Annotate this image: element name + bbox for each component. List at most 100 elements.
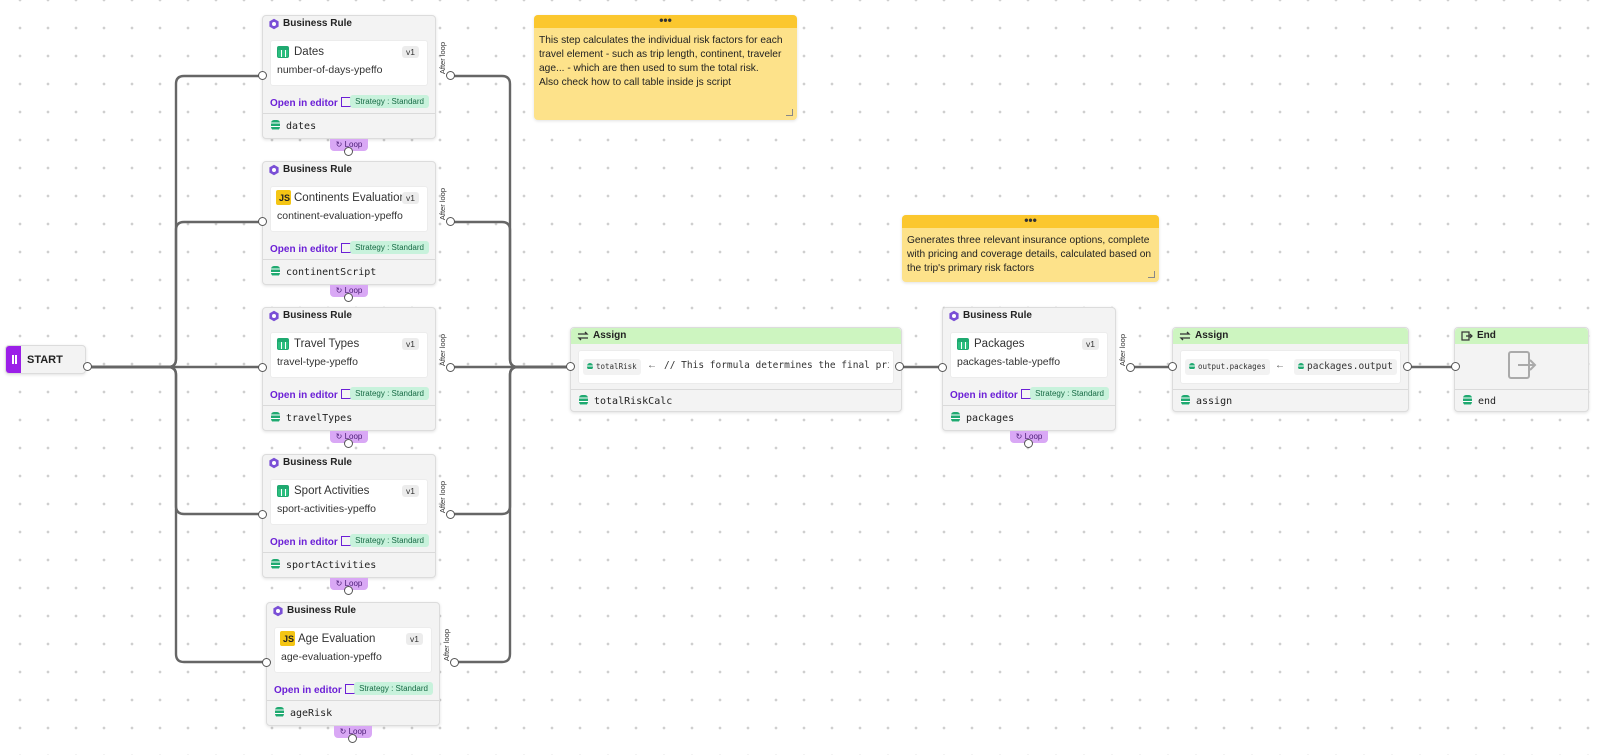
business-rule-title: Business Rule xyxy=(283,310,352,321)
assign-target-chip[interactable]: output.packages xyxy=(1185,359,1270,375)
loop-pill[interactable]: ↻ Loop xyxy=(330,431,368,443)
rule-input-handle[interactable] xyxy=(937,362,947,372)
assign-output-input-handle[interactable] xyxy=(1168,362,1177,371)
rule-card[interactable]: Packages packages-table-ypeffo v1 xyxy=(950,332,1108,378)
business-rule-node-dates[interactable]: Business Rule Dates number-of-days-ypeff… xyxy=(262,15,436,139)
loop-pill[interactable]: ↻ Loop xyxy=(330,139,368,151)
loop-pill[interactable]: ↻ Loop xyxy=(330,578,368,590)
assign-total-output-handle[interactable] xyxy=(895,362,904,371)
database-icon xyxy=(271,266,280,276)
version-badge[interactable]: v1 xyxy=(402,192,419,204)
version-badge[interactable]: v1 xyxy=(406,633,423,645)
database-icon xyxy=(1189,363,1195,370)
more-options-icon[interactable]: ••• xyxy=(659,13,672,27)
business-rule-node-packages[interactable]: Business Rule Packages packages-table-yp… xyxy=(942,307,1116,431)
assign-target-chip[interactable]: totalRisk xyxy=(583,359,641,375)
assign-node-output[interactable]: Assign output.packages ← packages.output… xyxy=(1172,327,1409,412)
note-text[interactable]: This step calculates the individual risk… xyxy=(539,35,783,88)
database-icon xyxy=(271,120,280,130)
business-rule-node-age-evaluation[interactable]: Business Rule JS Age Evaluation age-eval… xyxy=(266,602,440,726)
edge-continents-assign xyxy=(451,220,570,369)
business-rule-node-sport-activities[interactable]: Business Rule Sport Activities sport-act… xyxy=(262,454,436,578)
business-rule-header: Business Rule xyxy=(263,162,435,178)
version-badge[interactable]: v1 xyxy=(402,46,419,58)
output-variable-name: continentScript xyxy=(286,267,377,278)
strategy-badge: Strategy : Standard xyxy=(350,241,429,254)
rule-card[interactable]: Travel Types travel-type-ypeffo v1 xyxy=(270,332,428,378)
assign-expression[interactable]: output.packages ← packages.output xyxy=(1180,350,1401,384)
loop-handle[interactable] xyxy=(344,439,353,448)
rule-output-handle[interactable] xyxy=(446,509,455,519)
output-variable-name: dates xyxy=(286,121,317,132)
business-rule-header: Business Rule xyxy=(943,308,1115,324)
note-text[interactable]: Generates three relevant insurance optio… xyxy=(907,235,1152,274)
assign-formula[interactable]: // This formula determines the final pri xyxy=(664,360,889,371)
loop-handle[interactable] xyxy=(348,734,357,743)
open-in-editor-link[interactable]: Open in editor xyxy=(270,96,351,109)
drag-handle-icon[interactable] xyxy=(6,346,21,373)
rule-card[interactable]: JS Age Evaluation age-evaluation-ypeffo … xyxy=(274,627,432,673)
rule-output-handle[interactable] xyxy=(1126,362,1135,372)
rule-output-handle[interactable] xyxy=(446,362,455,372)
assign-source-chip[interactable]: packages.output xyxy=(1294,359,1397,375)
version-badge[interactable]: v1 xyxy=(1082,338,1099,350)
assign-node-total-risk[interactable]: Assign totalRisk ← // This formula deter… xyxy=(570,327,902,412)
open-in-editor-link[interactable]: Open in editor xyxy=(950,388,1031,401)
start-label: START xyxy=(27,354,63,366)
resize-handle-icon[interactable] xyxy=(1148,271,1155,278)
decision-table-icon xyxy=(277,338,289,350)
rule-input-handle[interactable] xyxy=(257,216,267,226)
rule-key: continent-evaluation-ypeffo xyxy=(277,210,403,222)
rule-output-handle[interactable] xyxy=(446,216,455,226)
rule-name: Age Evaluation xyxy=(298,633,376,645)
resize-handle-icon[interactable] xyxy=(786,109,793,116)
rule-output-handle[interactable] xyxy=(446,70,455,80)
decision-table-icon xyxy=(957,338,969,350)
note-header[interactable]: ••• xyxy=(902,213,1159,228)
database-icon xyxy=(271,559,280,569)
database-icon xyxy=(271,412,280,422)
divider xyxy=(263,259,435,260)
rule-output-handle[interactable] xyxy=(450,657,459,667)
sticky-note-packages[interactable]: ••• Generates three relevant insurance o… xyxy=(902,213,1159,282)
open-in-editor-link[interactable]: Open in editor xyxy=(274,683,355,696)
assign-output-output-handle[interactable] xyxy=(1403,362,1412,371)
loop-handle[interactable] xyxy=(344,293,353,302)
rule-card[interactable]: Dates number-of-days-ypeffo v1 xyxy=(270,40,428,86)
business-rule-node-continents[interactable]: Business Rule JS Continents Evaluation c… xyxy=(262,161,436,285)
assign-title: Assign xyxy=(593,330,627,341)
rule-card[interactable]: Sport Activities sport-activities-ypeffo… xyxy=(270,479,428,525)
decision-table-icon xyxy=(277,46,289,58)
loop-handle[interactable] xyxy=(1024,439,1033,448)
assign-total-input-handle[interactable] xyxy=(566,362,575,371)
start-output-handle[interactable] xyxy=(83,362,92,371)
business-rule-title: Business Rule xyxy=(283,18,352,29)
version-badge[interactable]: v1 xyxy=(402,338,419,350)
rule-key: age-evaluation-ypeffo xyxy=(281,651,382,663)
open-in-editor-link[interactable]: Open in editor xyxy=(270,388,351,401)
open-in-editor-label: Open in editor xyxy=(270,244,338,255)
start-node[interactable]: START xyxy=(5,345,86,374)
loop-handle[interactable] xyxy=(344,147,353,156)
business-rule-node-travel-types[interactable]: Business Rule Travel Types travel-type-y… xyxy=(262,307,436,431)
more-options-icon[interactable]: ••• xyxy=(1024,213,1037,227)
open-in-editor-link[interactable]: Open in editor xyxy=(270,242,351,255)
rule-input-handle[interactable] xyxy=(257,362,267,372)
loop-handle[interactable] xyxy=(344,586,353,595)
loop-pill[interactable]: ↻ Loop xyxy=(1010,431,1048,443)
open-in-editor-link[interactable]: Open in editor xyxy=(270,535,351,548)
loop-pill[interactable]: ↻ Loop xyxy=(330,285,368,297)
loop-pill[interactable]: ↻ Loop xyxy=(334,726,372,738)
version-badge[interactable]: v1 xyxy=(402,485,419,497)
rule-input-handle[interactable] xyxy=(257,70,267,80)
rule-card[interactable]: JS Continents Evaluation continent-evalu… xyxy=(270,186,428,232)
rule-input-handle[interactable] xyxy=(257,509,267,519)
loop-label: Loop xyxy=(344,432,363,441)
note-header[interactable]: ••• xyxy=(534,13,797,28)
end-input-handle[interactable] xyxy=(1451,362,1460,371)
rule-input-handle[interactable] xyxy=(261,657,271,667)
hexagon-gear-icon xyxy=(949,310,959,322)
end-node[interactable]: End end xyxy=(1454,327,1589,412)
assign-expression[interactable]: totalRisk ← // This formula determines t… xyxy=(578,350,894,384)
sticky-note-risk-factors[interactable]: ••• This step calculates the individual … xyxy=(534,13,797,120)
